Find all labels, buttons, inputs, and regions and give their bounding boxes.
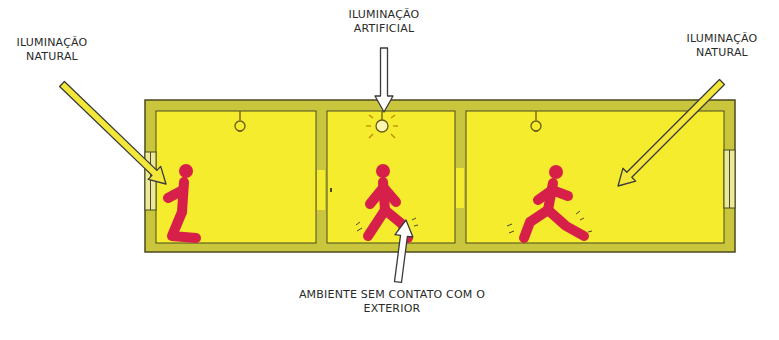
room <box>327 111 455 243</box>
callout-label: ILUMINAÇÃO ARTIFICIAL <box>329 8 439 36</box>
window <box>724 150 735 208</box>
pointer-arrow <box>375 48 393 112</box>
door <box>456 168 464 208</box>
person-head <box>549 165 563 179</box>
pointer-arrow <box>395 220 413 282</box>
person-figure <box>524 183 584 238</box>
door <box>317 170 325 210</box>
person-figure <box>168 182 196 238</box>
pointer-arrow <box>618 80 725 187</box>
pointer-arrow <box>60 82 166 185</box>
window <box>729 150 730 208</box>
door-handle <box>330 188 332 192</box>
lamp <box>531 111 541 131</box>
callout-label: AMBIENTE SEM CONTATO COM O EXTERIOR <box>297 288 487 316</box>
room <box>466 111 724 243</box>
person-head <box>376 164 390 178</box>
lamp <box>235 111 245 131</box>
lamp-lit <box>366 111 398 138</box>
window <box>150 152 151 210</box>
callout-label: ILUMINAÇÃO NATURAL <box>4 36 100 64</box>
person-head <box>179 164 193 178</box>
callout-label: ILUMINAÇÃO NATURAL <box>674 32 770 60</box>
room <box>156 111 316 243</box>
outer-wall <box>145 100 735 252</box>
motion-marks <box>507 211 592 233</box>
